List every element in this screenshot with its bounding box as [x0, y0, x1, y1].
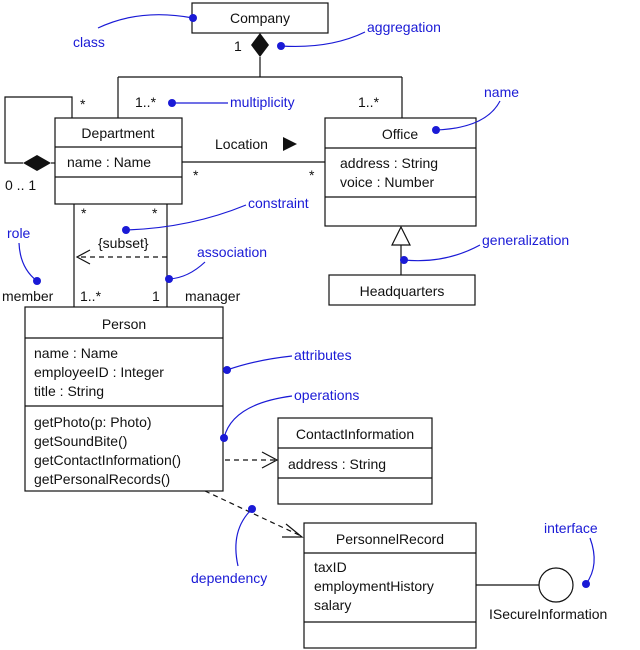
personnel-dependency-arrowhead [282, 523, 304, 538]
department-box [54, 117, 183, 205]
person-operation-getphoto: getPhoto(p: Photo) [34, 414, 152, 430]
annotation-operations: operations [294, 387, 359, 403]
company-name: Company [230, 10, 290, 26]
annotation-class: class [73, 34, 105, 50]
annotation-name: name [484, 84, 519, 100]
contactinformation-name: ContactInformation [296, 426, 414, 442]
department-name: Department [81, 125, 154, 141]
headquarters-box [328, 274, 476, 306]
aggregation-line [117, 57, 403, 118]
annotation-constraint: constraint [248, 195, 309, 211]
office-box [324, 117, 477, 227]
subset-label: {subset} [98, 235, 149, 251]
annotation-multiplicity: multiplicity [230, 94, 295, 110]
personnelrecord-attribute-salary: salary [314, 597, 351, 613]
annotation-role: role [7, 225, 31, 241]
aggregation-diamond [251, 33, 269, 57]
personnelrecord-attribute-employmenthistory: employmentHistory [314, 578, 434, 594]
class-personnelrecord: PersonnelRecord taxID employmentHistory … [303, 522, 477, 649]
department-aggregation-multiplicity: 1..* [135, 94, 157, 110]
location-direction-arrow [283, 137, 297, 151]
personnelrecord-attribute-taxid: taxID [314, 559, 347, 575]
contactinformation-attribute: address : String [288, 456, 386, 472]
class-person: Person name : Name employeeID : Integer … [24, 306, 224, 492]
member-role: member [2, 288, 54, 304]
office-attribute-voice: voice : Number [340, 174, 434, 190]
annotations: class aggregation multiplicity name cons… [7, 14, 598, 588]
office-aggregation-multiplicity: 1..* [358, 94, 380, 110]
contact-dependency-arrowhead [261, 451, 279, 469]
person-attribute-title: title : String [34, 383, 104, 399]
class-office: Office address : String voice : Number [324, 117, 477, 227]
class-department: Department name : Name [54, 117, 183, 205]
annotation-attributes: attributes [294, 347, 352, 363]
subset-arrowhead [75, 249, 91, 265]
department-self-association [4, 96, 73, 164]
class-contactinformation: ContactInformation address : String [277, 417, 433, 505]
person-attribute-name: name : Name [34, 345, 118, 361]
company-multiplicity: 1 [234, 38, 242, 54]
office-name: Office [382, 126, 419, 142]
headquarters-name: Headquarters [360, 283, 445, 299]
location-dept-star: * [193, 167, 199, 183]
manager-multiplicity: 1 [152, 288, 160, 304]
annotation-interface: interface [544, 520, 598, 536]
self-aggregation-diamond [23, 155, 51, 171]
person-attribute-employeeid: employeeID : Integer [34, 364, 164, 380]
personnelrecord-box [303, 522, 477, 649]
office-attribute-address: address : String [340, 155, 438, 171]
person-operation-getpersonalrecords: getPersonalRecords() [34, 471, 170, 487]
contactinformation-box [277, 417, 433, 505]
generalization-arrow [391, 225, 411, 246]
person-name: Person [102, 316, 146, 332]
annotation-aggregation: aggregation [367, 19, 441, 35]
department-self-multiplicity: 0 .. 1 [5, 177, 36, 193]
member-multiplicity: 1..* [80, 288, 102, 304]
location-label: Location [215, 136, 268, 152]
annotation-dependency: dependency [191, 570, 267, 586]
interface-name: ISecureInformation [489, 606, 607, 622]
person-operation-getcontactinformation: getContactInformation() [34, 452, 181, 468]
class-company: Company [191, 2, 329, 34]
annotation-generalization: generalization [482, 232, 569, 248]
manager-dept-star: * [152, 205, 158, 221]
person-operation-getsoundbite: getSoundBite() [34, 433, 127, 449]
personnelrecord-name: PersonnelRecord [336, 531, 444, 547]
class-headquarters: Headquarters [328, 274, 476, 306]
member-dept-star: * [81, 205, 87, 221]
department-self-star: * [80, 96, 86, 112]
manager-role: manager [185, 288, 241, 304]
annotation-association: association [197, 244, 267, 260]
location-office-star: * [309, 167, 315, 183]
department-attribute: name : Name [67, 154, 151, 170]
interface-circle [538, 567, 574, 603]
